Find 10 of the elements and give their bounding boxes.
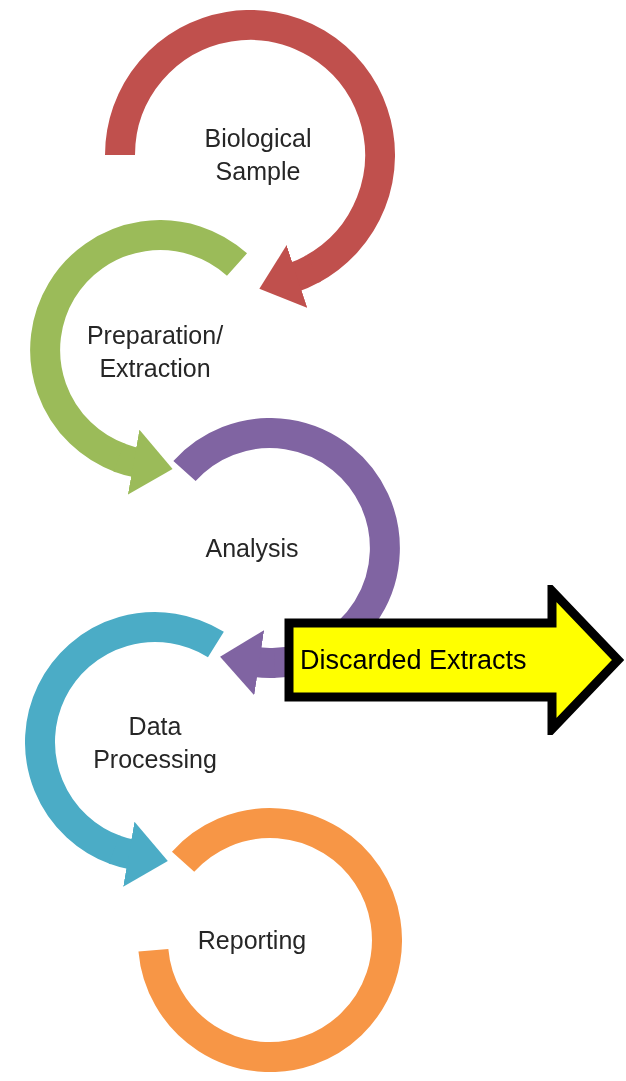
arrow (113, 429, 173, 495)
arrow (109, 821, 168, 887)
arrow (259, 245, 321, 308)
step-label: Biological Sample (203, 123, 313, 187)
step-label: Reporting (197, 924, 307, 956)
arrow (219, 629, 275, 696)
step-label: Preparation/ Extraction (85, 320, 225, 384)
arrow-label: Discarded Extracts (300, 643, 527, 677)
step-label: Analysis (205, 532, 299, 564)
step-label: Data Processing (92, 711, 218, 775)
